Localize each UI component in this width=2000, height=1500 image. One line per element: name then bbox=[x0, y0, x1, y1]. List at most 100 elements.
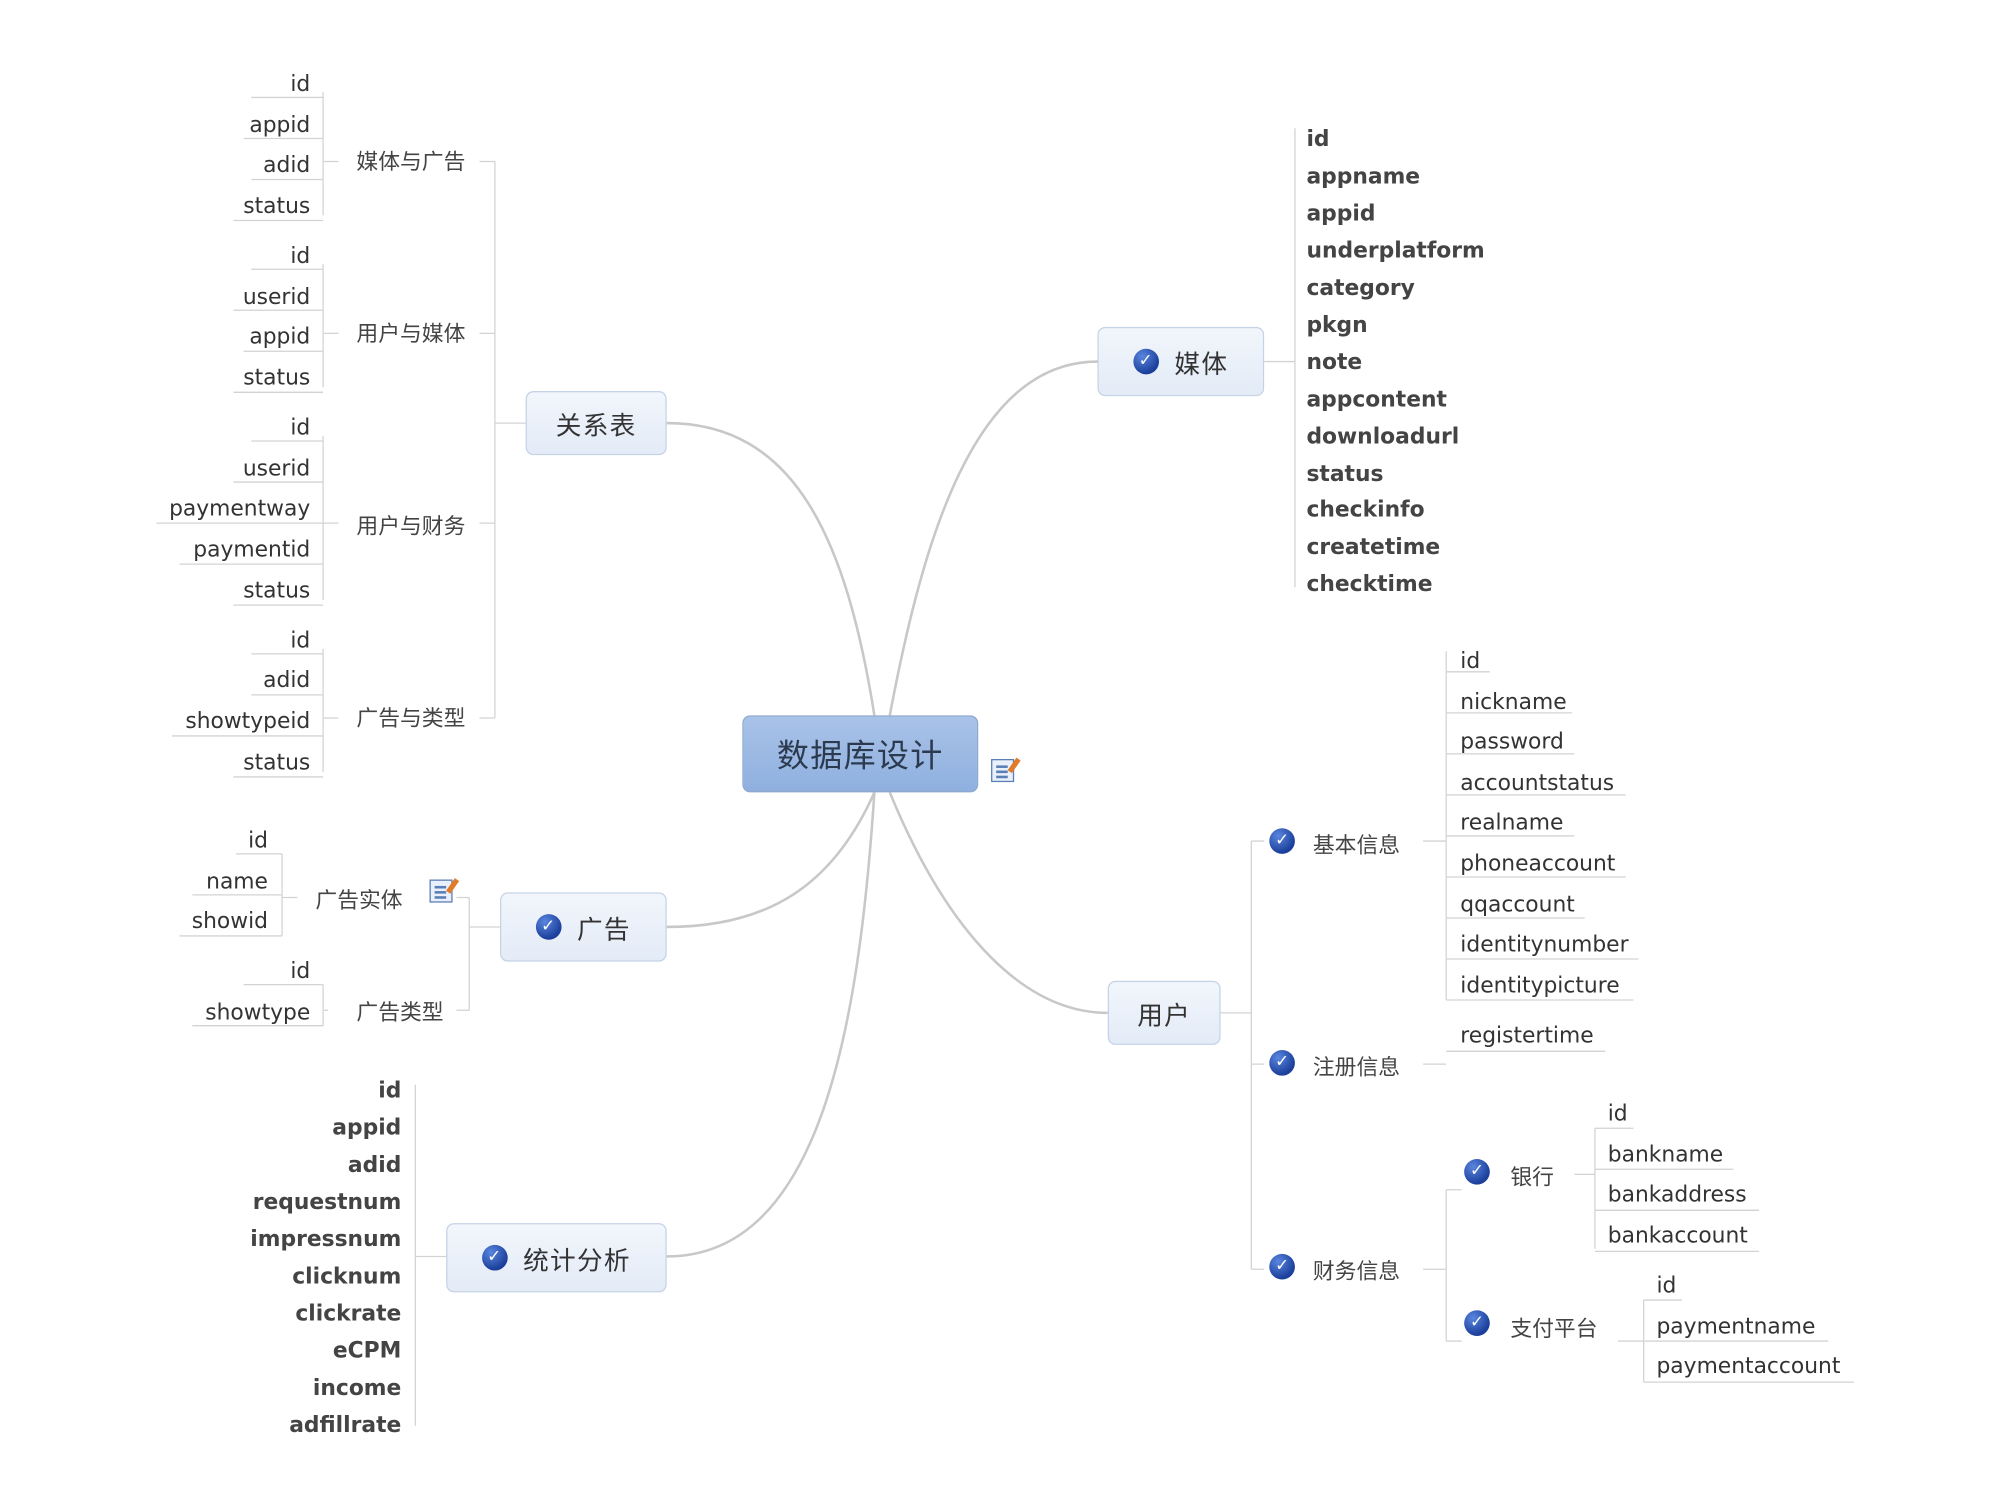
field-leaf[interactable]: bankaddress bbox=[1607, 1182, 1747, 1208]
field-leaf[interactable]: id bbox=[1607, 1101, 1628, 1127]
payment-platform-label[interactable]: 支付平台 bbox=[1510, 1316, 1598, 1343]
field-leaf[interactable]: nickname bbox=[1460, 689, 1567, 716]
field-leaf[interactable]: id bbox=[290, 243, 311, 270]
field-leaf[interactable]: accountstatus bbox=[1460, 770, 1615, 797]
field-leaf[interactable]: appid bbox=[332, 1115, 402, 1142]
field-leaf[interactable]: id bbox=[290, 628, 311, 654]
basic-info-label[interactable]: 基本信息 bbox=[1312, 833, 1401, 860]
field-leaf[interactable]: paymentid bbox=[193, 537, 311, 563]
field-leaf[interactable]: realname bbox=[1460, 810, 1564, 836]
field-leaf[interactable]: id bbox=[290, 959, 311, 985]
ad-type-label[interactable]: 广告类型 bbox=[356, 1000, 444, 1026]
root-node[interactable]: 数据库设计 bbox=[742, 715, 979, 793]
field-leaf[interactable]: name bbox=[206, 869, 268, 895]
basic-info-topic[interactable]: ✓ bbox=[1269, 826, 1310, 854]
media-node-label: 媒体 bbox=[1174, 348, 1229, 379]
field-leaf[interactable]: appid bbox=[249, 324, 311, 351]
bank-label[interactable]: 银行 bbox=[1510, 1165, 1554, 1192]
field-leaf[interactable]: checkinfo bbox=[1306, 497, 1425, 524]
branch-line-relations bbox=[666, 421, 876, 716]
field-leaf[interactable]: id bbox=[248, 828, 268, 854]
relation-group-label[interactable]: 用户与财务 bbox=[356, 514, 466, 540]
field-leaf[interactable]: createtime bbox=[1306, 534, 1441, 561]
stats-node[interactable]: ✓ 统计分析 bbox=[446, 1223, 667, 1293]
field-leaf[interactable]: userid bbox=[242, 456, 311, 483]
field-leaf[interactable]: showtype bbox=[205, 1000, 311, 1026]
field-leaf[interactable]: status bbox=[1306, 461, 1384, 488]
field-leaf[interactable]: clickrate bbox=[295, 1301, 402, 1327]
field-leaf[interactable]: adfillrate bbox=[289, 1412, 402, 1439]
check-icon: ✓ bbox=[1269, 828, 1295, 854]
relation-group-label[interactable]: 用户与媒体 bbox=[356, 321, 466, 348]
field-leaf[interactable]: bankname bbox=[1607, 1142, 1724, 1168]
field-leaf[interactable]: id bbox=[1306, 126, 1330, 153]
field-leaf[interactable]: appid bbox=[249, 112, 311, 139]
ad-node[interactable]: ✓ 广告 bbox=[500, 892, 667, 962]
field-leaf[interactable]: impressnum bbox=[250, 1226, 402, 1253]
root-node-label: 数据库设计 bbox=[776, 737, 944, 775]
bank-topic[interactable]: ✓ bbox=[1464, 1156, 1505, 1185]
field-leaf[interactable]: qqaccount bbox=[1460, 892, 1575, 918]
media-node[interactable]: ✓ 媒体 bbox=[1097, 326, 1265, 397]
field-leaf[interactable]: adid bbox=[263, 152, 311, 179]
register-info-label[interactable]: 注册信息 bbox=[1312, 1055, 1401, 1081]
field-leaf[interactable]: paymentname bbox=[1656, 1314, 1816, 1340]
field-leaf[interactable]: paymentaccount bbox=[1656, 1353, 1841, 1380]
note-icon[interactable] bbox=[429, 879, 453, 903]
branch-line-user bbox=[888, 791, 1108, 1015]
field-leaf[interactable]: appname bbox=[1306, 164, 1421, 190]
field-leaf[interactable]: appid bbox=[1306, 201, 1376, 227]
field-leaf[interactable]: checktime bbox=[1306, 571, 1433, 598]
user-node[interactable]: 用户 bbox=[1107, 980, 1221, 1045]
register-info-topic[interactable]: ✓ bbox=[1269, 1047, 1310, 1076]
field-leaf[interactable]: id bbox=[378, 1078, 402, 1104]
field-leaf[interactable]: password bbox=[1460, 729, 1564, 756]
check-icon: ✓ bbox=[1464, 1310, 1490, 1336]
field-leaf[interactable]: id bbox=[1656, 1273, 1677, 1299]
field-leaf[interactable]: phoneaccount bbox=[1460, 851, 1616, 877]
field-leaf[interactable]: adid bbox=[347, 1152, 402, 1179]
relation-group-label[interactable]: 广告与类型 bbox=[356, 706, 466, 733]
field-leaf[interactable]: status bbox=[243, 578, 311, 604]
check-icon: ✓ bbox=[535, 914, 562, 940]
ad-entity-label[interactable]: 广告实体 bbox=[315, 888, 403, 915]
finance-info-label[interactable]: 财务信息 bbox=[1312, 1259, 1401, 1285]
field-leaf[interactable]: showtypeid bbox=[185, 709, 311, 735]
field-leaf[interactable]: registertime bbox=[1460, 1023, 1594, 1049]
field-leaf[interactable]: showid bbox=[191, 909, 268, 935]
relation-group-label[interactable]: 媒体与广告 bbox=[356, 150, 466, 176]
check-icon: ✓ bbox=[1133, 348, 1160, 375]
finance-info-topic[interactable]: ✓ bbox=[1269, 1251, 1310, 1280]
field-leaf[interactable]: appcontent bbox=[1306, 387, 1447, 413]
field-leaf[interactable]: bankaccount bbox=[1607, 1223, 1748, 1249]
field-leaf[interactable]: id bbox=[290, 71, 311, 98]
field-leaf[interactable]: identitynumber bbox=[1460, 932, 1629, 958]
field-leaf[interactable]: status bbox=[243, 365, 311, 392]
ad-node-label: 广告 bbox=[576, 913, 631, 945]
field-leaf[interactable]: underplatform bbox=[1306, 238, 1485, 265]
field-leaf[interactable]: adid bbox=[263, 667, 311, 694]
field-leaf[interactable]: eCPM bbox=[332, 1338, 402, 1365]
field-leaf[interactable]: paymentway bbox=[169, 496, 311, 522]
field-leaf[interactable]: id bbox=[1460, 648, 1481, 675]
field-leaf[interactable]: clicknum bbox=[292, 1264, 402, 1290]
field-leaf[interactable]: status bbox=[243, 750, 311, 776]
payment-platform-topic[interactable]: ✓ bbox=[1464, 1308, 1505, 1336]
field-leaf[interactable]: userid bbox=[242, 284, 311, 311]
field-leaf[interactable]: downloadurl bbox=[1306, 424, 1460, 451]
field-leaf[interactable]: category bbox=[1306, 275, 1415, 302]
field-leaf[interactable]: note bbox=[1306, 350, 1363, 376]
field-leaf[interactable]: income bbox=[312, 1375, 402, 1402]
check-icon: ✓ bbox=[1269, 1050, 1295, 1076]
user-node-label: 用户 bbox=[1137, 999, 1192, 1031]
field-leaf[interactable]: status bbox=[243, 193, 311, 220]
field-leaf[interactable]: id bbox=[290, 415, 311, 442]
field-leaf[interactable]: identitypicture bbox=[1460, 973, 1620, 999]
note-icon[interactable] bbox=[991, 759, 1015, 783]
check-icon: ✓ bbox=[1464, 1159, 1490, 1185]
field-leaf[interactable]: requestnum bbox=[252, 1189, 402, 1216]
field-leaf[interactable]: pkgn bbox=[1306, 312, 1368, 339]
relations-node-label: 关系表 bbox=[555, 409, 637, 441]
relations-node[interactable]: 关系表 bbox=[525, 391, 667, 456]
